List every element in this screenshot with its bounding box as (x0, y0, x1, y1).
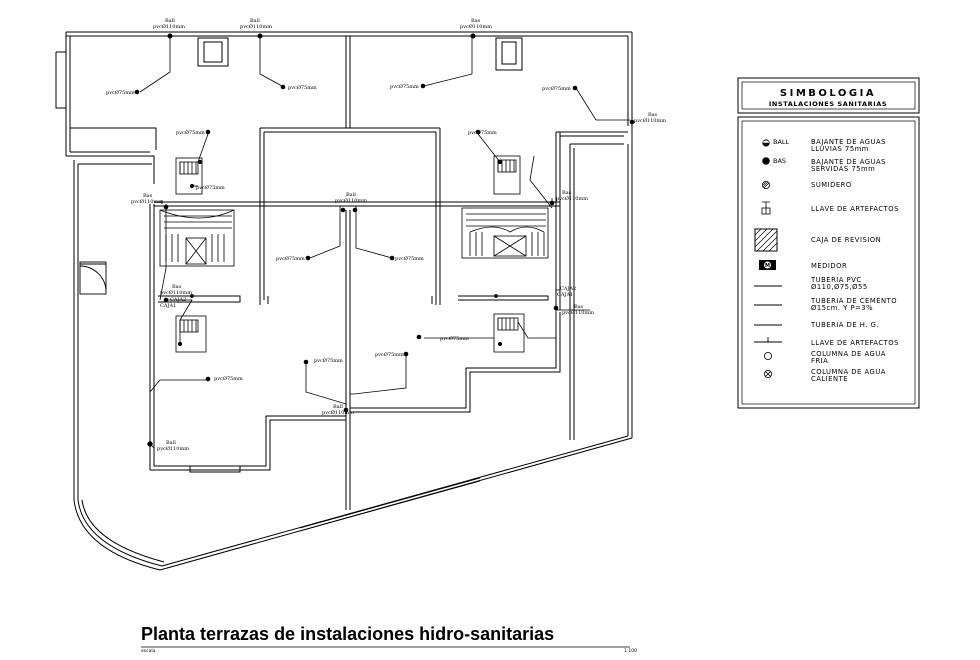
caja-revision-icon (754, 228, 778, 252)
annotation-pvc-8: pvcØ75mm (276, 255, 305, 262)
legend-item-tuberia-hg: TUBERIA DE H. G. (810, 321, 879, 329)
bajante-markers (134, 33, 635, 447)
drawing-title-block: Planta terrazas de instalaciones hidro-s… (141, 624, 637, 654)
bajante-lluvias-icon (762, 139, 770, 147)
medidor-icon: M (759, 260, 776, 270)
legend-item-llave-artefactos: LLAVE DE ARTEFACTOS (811, 205, 899, 213)
sumidero-icon (762, 180, 771, 189)
svg-text:M: M (765, 263, 770, 269)
annotation-pvc-7: pvcØ75mm (196, 184, 225, 191)
annotation-pvc-10: pvcØ75mm (440, 335, 469, 342)
annotation-pvc-6: pvcØ75mm (468, 129, 497, 136)
top-ducts (197, 37, 523, 71)
columna-fria-icon (764, 351, 773, 360)
scale-value: 1:100 (624, 648, 637, 654)
annotation-pvc-13: pvcØ75mm (214, 375, 243, 382)
stairs-left (159, 209, 235, 267)
annotation-pvc-5: pvcØ75mm (176, 129, 205, 136)
legend-title: SIMBOLOGIA (780, 88, 876, 99)
legend-subtitle: INSTALACIONES SANITARIAS (769, 100, 887, 108)
interior-walls (70, 36, 628, 510)
annotation-pvc-3: pvcØ75mm (390, 83, 419, 90)
legend-item-sumidero: SUMIDERO (811, 181, 852, 189)
annotation-pvc-9: pvcØ75mm (395, 255, 424, 262)
drawing-title: Planta terrazas de instalaciones hidro-s… (141, 624, 554, 644)
legend: SIMBOLOGIA INSTALACIONES SANITARIAS BALL… (737, 77, 920, 409)
annotation-pvc-2: pvcØ75mm (288, 84, 317, 91)
annotation-pvc-11: pvcØ75mm (375, 351, 404, 358)
llave-artefactos-icon (761, 201, 771, 215)
llave-artefactos-2-icon (754, 337, 782, 343)
water-tanks (175, 155, 525, 353)
legend-item-caja-revision: CAJA DE REVISION (811, 236, 881, 244)
annotation-pvc-4: pvcØ75mm (542, 85, 571, 92)
scale-label: escala (141, 648, 156, 654)
annotation-pvc-1: pvcØ75mm (106, 89, 135, 96)
bajante-servidas-icon (762, 157, 770, 165)
legend-code-bas: BAS (773, 157, 786, 165)
legend-item-medidor: MEDIDOR (811, 262, 847, 270)
pipe-runs (139, 34, 630, 449)
legend-code-ball: BALL (773, 138, 790, 146)
columna-caliente-icon (764, 369, 773, 378)
outer-walls (55, 31, 633, 571)
entrance-door (79, 261, 107, 295)
annotation-pvc-12: pvcØ75mm (314, 357, 343, 364)
legend-item-llave-artefactos-2: LLAVE DE ARTEFACTOS (811, 339, 899, 347)
stairs-right (461, 207, 549, 259)
